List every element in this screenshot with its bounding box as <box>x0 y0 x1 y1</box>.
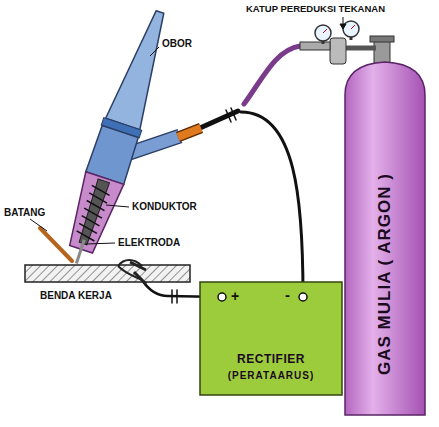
pressure-regulator <box>300 42 330 50</box>
leader-lines <box>86 243 115 244</box>
torch-handle <box>178 128 201 137</box>
conductor-coil <box>78 223 98 233</box>
pressure-regulator <box>300 21 376 64</box>
cables <box>200 111 238 128</box>
conductor-coil <box>80 216 100 226</box>
filler-rod <box>40 228 72 261</box>
rectifier-box <box>299 293 307 301</box>
rectifier-box <box>200 282 342 395</box>
gas-cylinder <box>370 36 394 42</box>
gas-cylinder: GAS MULIA ( ARGON ) <box>345 62 425 415</box>
leader-lines <box>150 47 159 56</box>
leader-lines <box>30 17 346 244</box>
conductor-coil <box>83 208 103 218</box>
welding-torch <box>57 6 179 270</box>
cables <box>244 46 300 104</box>
cylinder-label: GAS MULIA ( ARGON ) <box>375 173 395 375</box>
part-label: KONDUKTOR <box>132 201 197 212</box>
gas-cylinder <box>345 62 425 415</box>
pressure-regulator <box>330 38 346 64</box>
workpiece <box>25 265 190 282</box>
gas-cylinder <box>345 36 425 415</box>
ground-clamp <box>118 260 146 284</box>
welding-torch <box>62 172 124 256</box>
cables <box>171 290 173 303</box>
part-label: OBOR <box>162 38 192 49</box>
leader-lines <box>340 24 346 29</box>
welding-torch <box>106 6 177 129</box>
leader-lines <box>30 219 47 231</box>
rectifier-box <box>218 293 226 301</box>
part-label: KATUP PEREDUKSI TEKANAN <box>246 4 385 14</box>
rectifier-box <box>200 282 342 395</box>
pressure-regulator <box>343 21 359 37</box>
cables <box>226 110 231 122</box>
welding-torch <box>76 240 84 264</box>
torch-handle <box>178 128 201 137</box>
conductor-coil <box>85 201 105 211</box>
leader-lines <box>106 205 129 207</box>
ground-clamp <box>130 262 146 284</box>
filler-rod <box>40 228 72 261</box>
rectifier-box: RECTIFIER (PERATAARUS) <box>200 282 342 395</box>
welding-torch <box>77 179 109 245</box>
conductor-coil <box>75 185 110 241</box>
device-subtitle: (PERATAARUS) <box>228 370 315 381</box>
pressure-regulator <box>351 25 355 29</box>
conductor-coil <box>91 185 111 195</box>
gas-cylinder <box>374 40 390 64</box>
pressure-regulator <box>323 29 327 33</box>
cables <box>176 290 178 303</box>
workpiece <box>25 265 190 282</box>
terminal-sign: + <box>231 289 239 304</box>
conductor-coil <box>75 231 95 241</box>
terminal-sign: - <box>285 287 290 304</box>
conductor-coil <box>88 193 108 203</box>
part-label: ELEKTRODA <box>118 237 180 248</box>
device-name: RECTIFIER <box>237 352 305 366</box>
cables <box>241 112 303 296</box>
part-label: BATANG <box>4 207 45 218</box>
cables <box>231 108 236 120</box>
pressure-regulator <box>315 25 331 41</box>
part-label: BENDA KERJA <box>40 290 112 301</box>
